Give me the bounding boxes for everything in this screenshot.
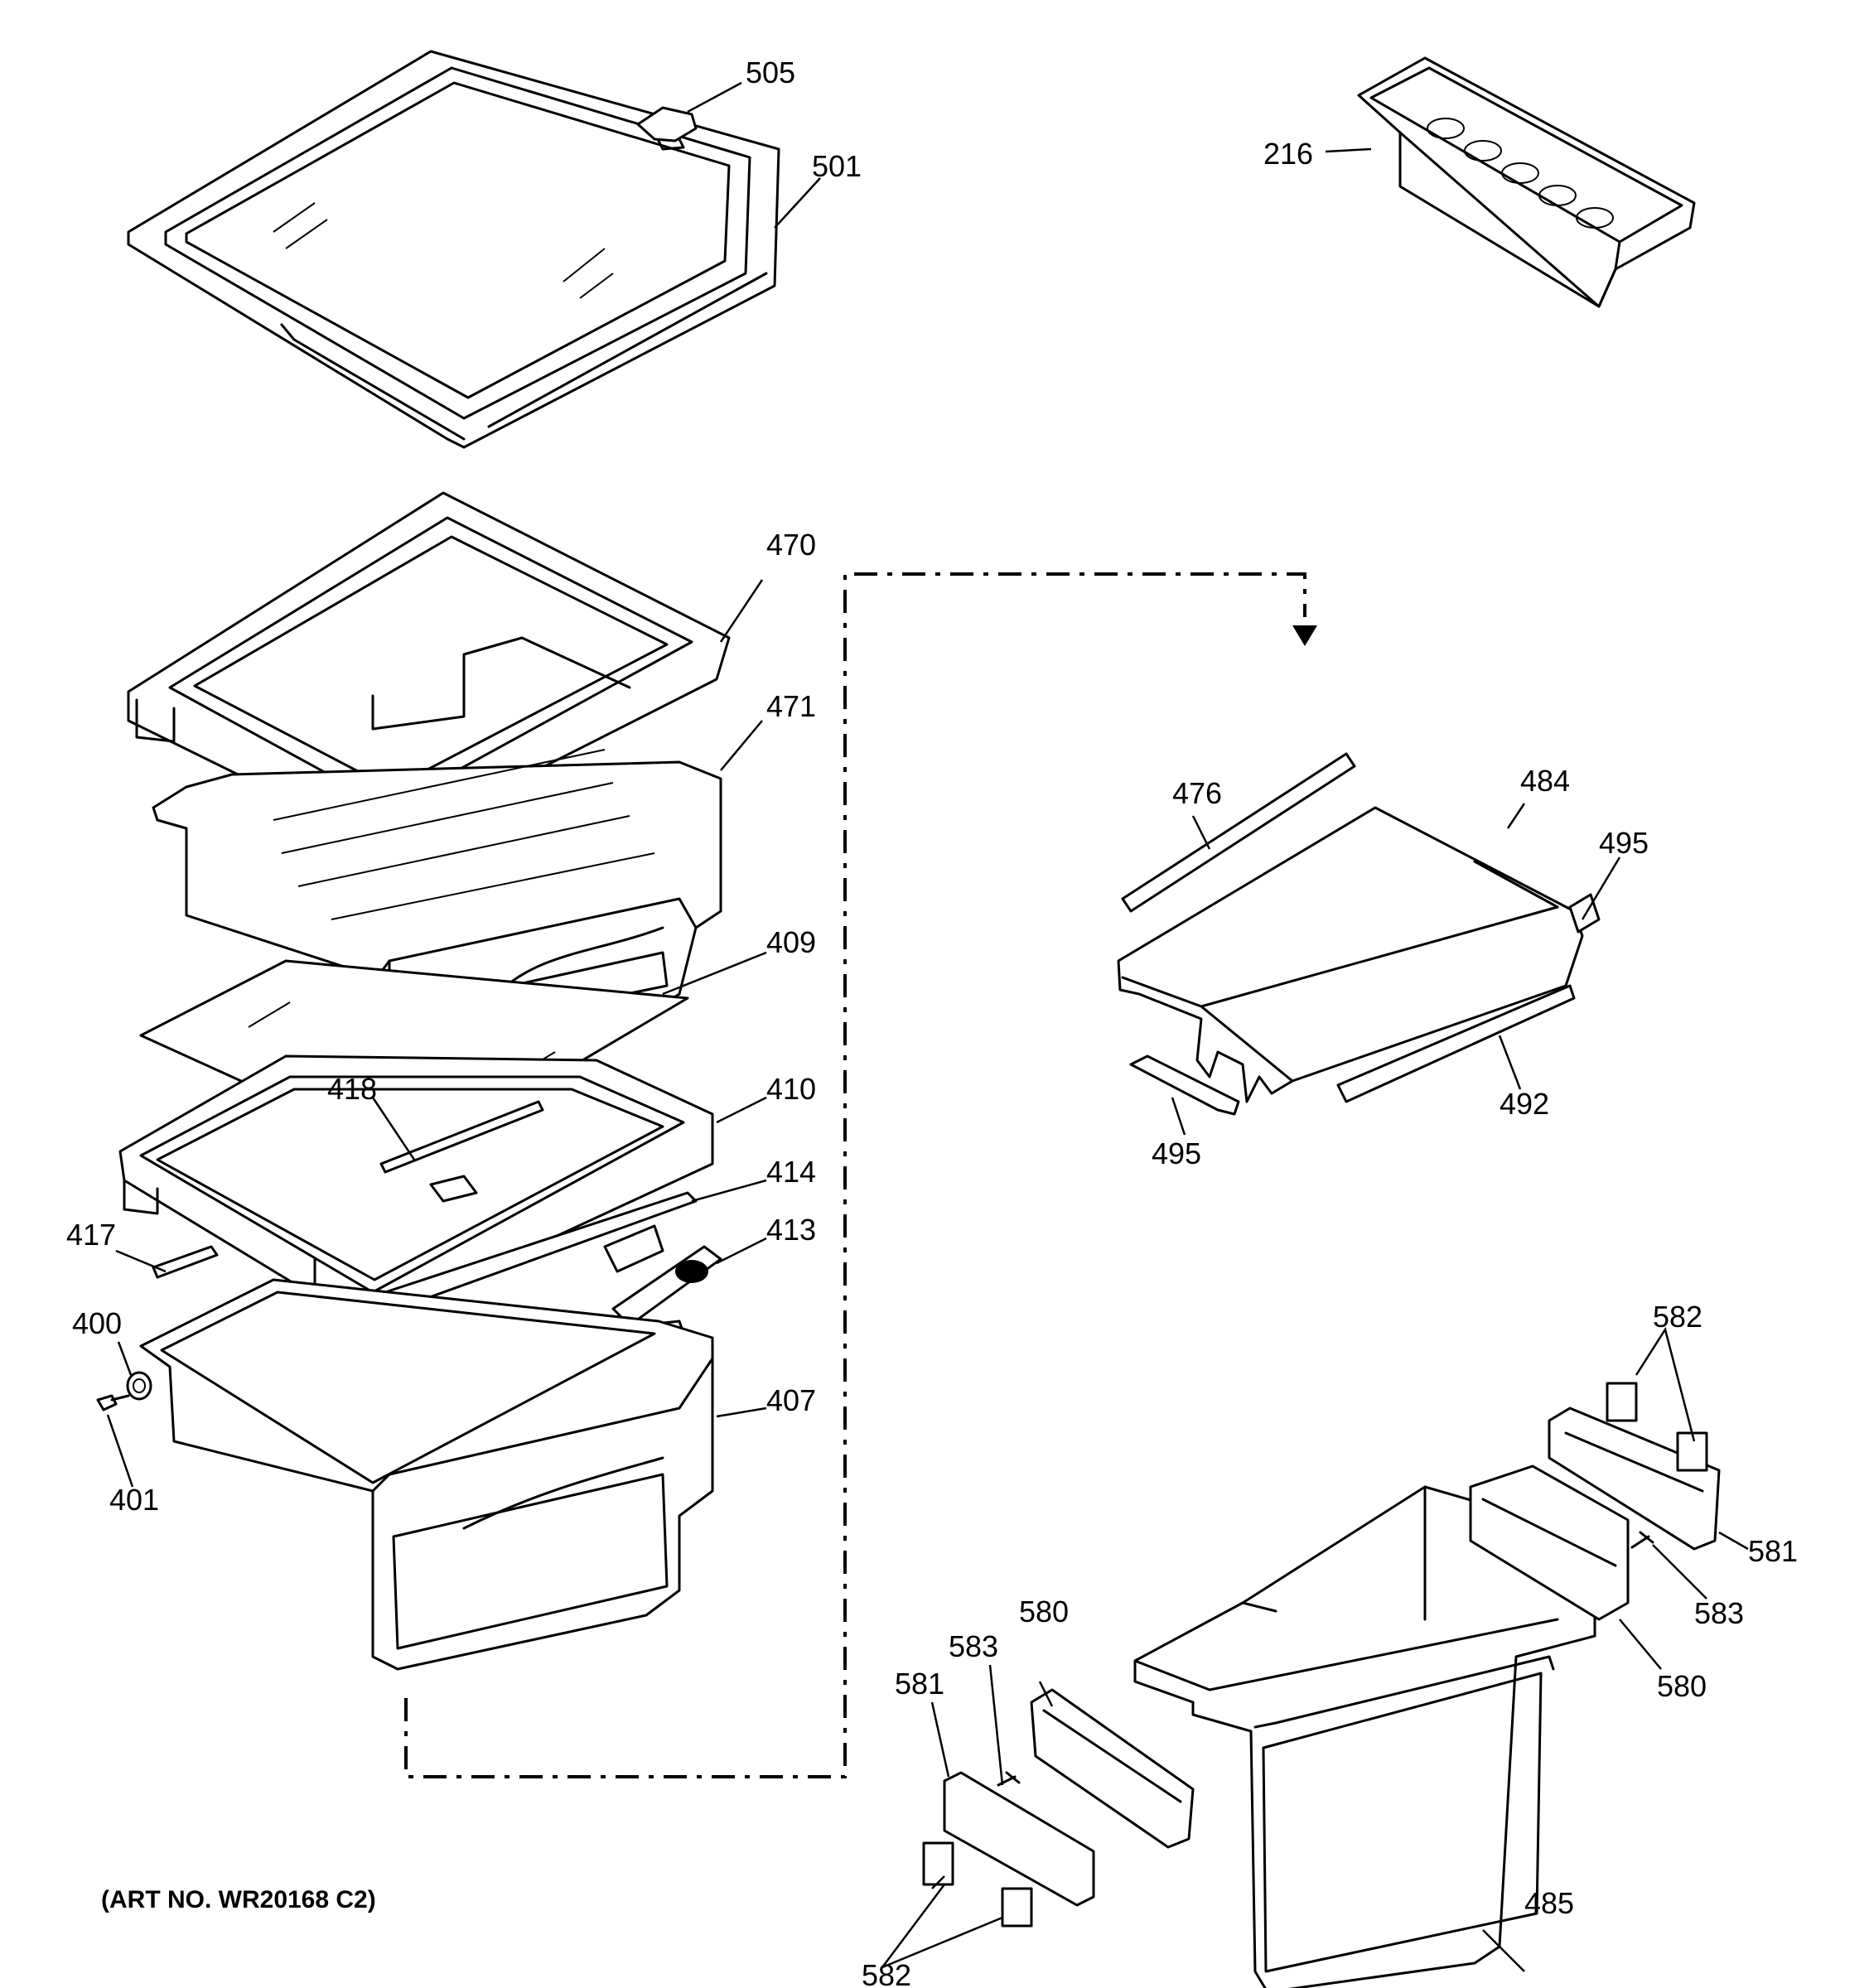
callout-485: 485 [1524,1886,1574,1920]
callout-417: 417 [66,1218,116,1252]
part-582-clip-bottom-left [922,1841,954,1886]
callout-580-left: 580 [1019,1595,1069,1629]
callout-labels: 505 501 216 470 471 409 418 410 414 413 … [66,55,1798,1988]
part-413-humidity-slider [603,1224,722,1327]
callout-581-left: 581 [895,1667,944,1701]
part-582-clip-bottom-right [1001,1887,1033,1928]
callout-582-bottom: 582 [862,1958,911,1988]
part-583-screw-left [997,1771,1021,1787]
callout-471: 471 [766,689,816,723]
callout-407: 407 [766,1383,816,1417]
part-580-slide-right [1469,1464,1630,1621]
part-484-cover [1117,806,1584,1103]
part-582-clip-top-left [1606,1382,1638,1422]
part-400-wheel [126,1371,152,1401]
callout-401: 401 [109,1483,159,1517]
callout-501: 501 [812,149,862,183]
callout-410: 410 [766,1072,816,1106]
callout-484: 484 [1520,764,1570,798]
part-401-screw [96,1394,130,1411]
callout-216: 216 [1263,137,1313,171]
route-arrowhead [1292,625,1317,646]
callout-580-right: 580 [1657,1669,1707,1703]
part-418-rod [379,1100,544,1174]
dash-dot-route [404,572,1306,1778]
part-501-shelf [127,50,780,449]
part-583-screw-right [1630,1531,1654,1549]
callout-470: 470 [766,528,816,562]
callout-409: 409 [766,925,816,959]
part-470-crisper-cover-frame [127,491,731,847]
callout-476: 476 [1172,776,1222,810]
callout-400: 400 [72,1306,122,1340]
part-410-pan-frame [118,1054,714,1323]
callout-583-left: 583 [949,1629,998,1663]
part-495-stop-left [1129,1054,1240,1116]
leader-lines [106,81,1749,1972]
callout-582-top: 582 [1653,1300,1702,1334]
part-580-slide-left [1030,1688,1195,1849]
part-505-clip [636,106,698,151]
part-216-door-bin [1357,56,1696,308]
art-number: (ART NO. WR20168 C2) [101,1886,376,1913]
callout-581-right: 581 [1748,1534,1798,1568]
callout-505: 505 [746,55,795,89]
part-407-lower-pan [139,1278,714,1671]
part-581-rail-left [943,1771,1095,1907]
part-476-rail [1121,752,1356,913]
callout-583-right: 583 [1694,1596,1744,1630]
callout-495-bottom: 495 [1152,1136,1201,1170]
part-471-upper-pan [152,636,722,1062]
callout-492: 492 [1500,1087,1549,1121]
part-581-rail-right [1548,1407,1721,1551]
part-492-strip [1336,984,1576,1103]
callout-418: 418 [327,1072,377,1106]
callout-413: 413 [766,1213,816,1247]
part-417-rod [152,1245,219,1279]
callout-414: 414 [766,1155,816,1189]
callout-495-top: 495 [1599,826,1649,860]
part-582-clip-top-right [1676,1431,1708,1472]
